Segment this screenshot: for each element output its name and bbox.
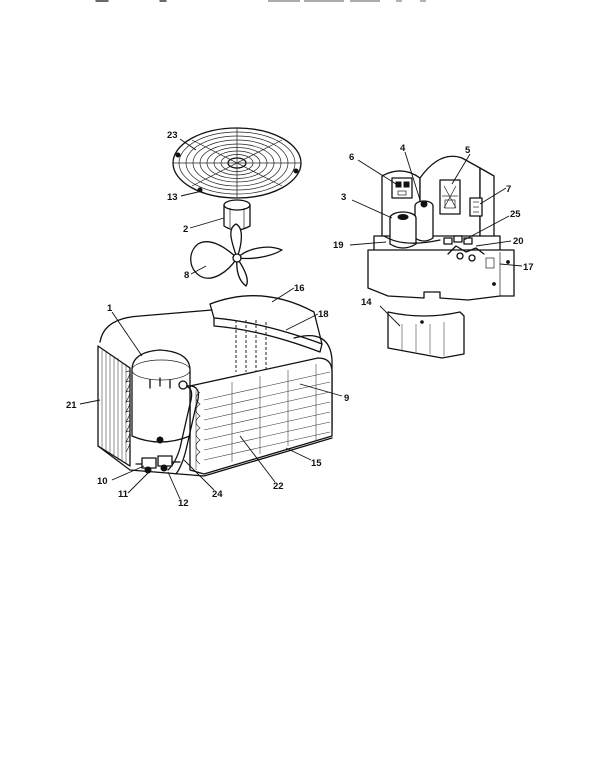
label-part-11: 11 — [118, 489, 129, 500]
label-part-22: 22 — [273, 481, 284, 492]
label-part-21: 21 — [66, 400, 77, 411]
label-part-5: 5 — [465, 145, 471, 156]
condenser-cabinet — [97, 309, 333, 477]
label-part-2: 2 — [183, 224, 188, 235]
label-part-16: 16 — [294, 283, 305, 294]
access-panel — [387, 311, 465, 359]
label-part-9: 9 — [344, 393, 349, 404]
label-part-7: 7 — [506, 184, 511, 195]
label-part-6: 6 — [349, 152, 354, 163]
label-part-14: 14 — [361, 297, 372, 308]
fan-orifice — [209, 295, 323, 376]
label-part-18: 18 — [318, 309, 329, 320]
label-part-17: 17 — [523, 262, 534, 273]
part-labels: 23 13 2 8 1 21 10 11 12 24 22 15 9 18 16… — [66, 130, 534, 509]
label-part-20: 20 — [513, 236, 524, 247]
label-part-12: 12 — [178, 498, 189, 509]
label-part-3: 3 — [341, 192, 346, 203]
service-valves — [135, 455, 181, 474]
fan-guard — [172, 127, 302, 199]
label-part-23: 23 — [167, 130, 178, 141]
label-part-25: 25 — [510, 209, 521, 220]
label-part-10: 10 — [97, 476, 108, 487]
label-part-24: 24 — [212, 489, 223, 500]
control-box — [367, 155, 515, 301]
label-part-1: 1 — [107, 303, 113, 314]
label-part-4: 4 — [400, 143, 406, 154]
label-part-13: 13 — [167, 192, 178, 203]
label-part-8: 8 — [184, 270, 189, 281]
label-part-19: 19 — [333, 240, 344, 251]
label-part-15: 15 — [311, 458, 322, 469]
fan-blade — [190, 223, 283, 287]
leader-lines — [79, 138, 523, 500]
